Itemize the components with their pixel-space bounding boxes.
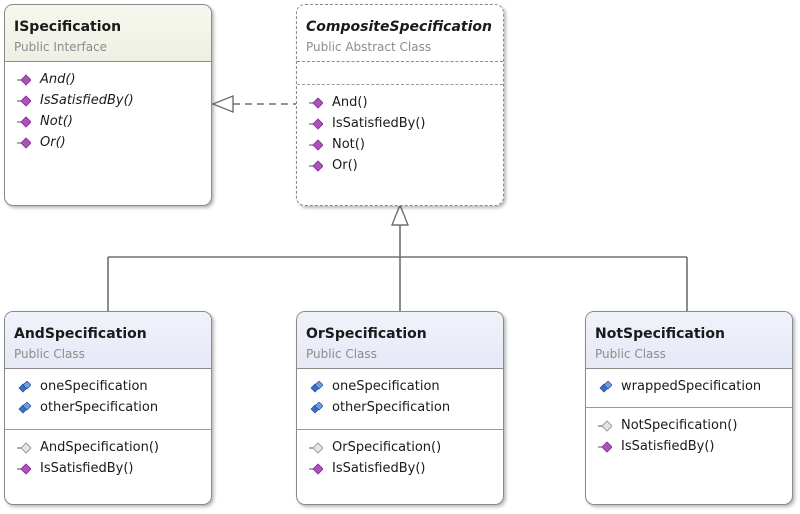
ispecification-title: ISpecification [14,19,122,35]
member-label: Not() [332,137,365,152]
method-icon [309,118,323,130]
method-icon [309,139,323,151]
member-row[interactable]: OrSpecification() [297,438,503,459]
compositespecification-fields [297,62,503,85]
field-icon [310,402,323,414]
orspecification-header: OrSpecification Public Class [297,312,503,369]
member-label: Not() [40,114,73,129]
member-label: Or() [40,135,66,150]
member-row[interactable]: And() [5,70,211,91]
andspecification-header: AndSpecification Public Class [5,312,211,369]
orspecification-box[interactable]: OrSpecification Public Class oneSpecific… [296,311,504,505]
member-label: IsSatisfiedBy() [40,461,134,476]
orspecification-stereotype: Public Class [306,347,377,361]
orspecification-fields: oneSpecification otherSpecification [297,369,503,430]
member-row[interactable]: Not() [297,135,503,156]
method-icon [17,463,31,475]
notspecification-header: NotSpecification Public Class [586,312,792,369]
compositespecification-stereotype: Public Abstract Class [306,40,432,54]
member-row[interactable]: IsSatisfiedBy() [297,114,503,135]
notspecification-box[interactable]: NotSpecification Public Class wrappedSpe… [585,311,793,505]
member-label: wrappedSpecification [621,379,762,394]
method-icon [17,95,31,107]
member-label: oneSpecification [332,379,440,394]
member-row[interactable]: Or() [5,133,211,154]
ispecification-header: ISpecification Public Interface [5,5,211,62]
member-row[interactable]: Or() [297,156,503,177]
member-label: IsSatisfiedBy() [332,461,426,476]
orspecification-title: OrSpecification [306,326,427,342]
andspecification-box[interactable]: AndSpecification Public Class oneSpecifi… [4,311,212,505]
member-row[interactable]: AndSpecification() [5,438,211,459]
inheritance-arrowhead [390,203,410,226]
method-icon [598,441,612,453]
method-icon [17,137,31,149]
member-label: And() [40,72,76,87]
member-row[interactable]: wrappedSpecification [586,377,792,398]
member-label: IsSatisfiedBy() [621,439,715,454]
member-row[interactable]: otherSpecification [297,398,503,419]
field-icon [599,381,612,393]
member-label: otherSpecification [332,400,451,415]
constructor-icon [598,420,612,432]
member-label: NotSpecification() [621,418,738,433]
member-label: AndSpecification() [40,440,159,455]
compositespecification-box[interactable]: CompositeSpecification Public Abstract C… [296,4,504,206]
member-row[interactable]: IsSatisfiedBy() [5,91,211,112]
member-label: And() [332,95,368,110]
member-row[interactable]: And() [297,93,503,114]
constructor-icon [17,442,31,454]
member-row[interactable]: IsSatisfiedBy() [5,459,211,480]
member-row[interactable]: Not() [5,112,211,133]
compositespecification-methods: And() IsSatisfiedBy() Not() Or() [297,85,503,177]
ispecification-box[interactable]: ISpecification Public Interface And() Is… [4,4,212,206]
member-label: OrSpecification() [332,440,442,455]
realization-arrowhead [211,94,234,114]
compositespecification-title: CompositeSpecification [306,19,492,35]
field-icon [18,381,31,393]
andspecification-methods: AndSpecification() IsSatisfiedBy() [5,430,211,480]
method-icon [309,160,323,172]
andspecification-title: AndSpecification [14,326,147,342]
constructor-icon [309,442,323,454]
member-row[interactable]: IsSatisfiedBy() [586,437,792,458]
method-icon [17,74,31,86]
member-label: IsSatisfiedBy() [40,93,134,108]
notspecification-fields: wrappedSpecification [586,369,792,408]
andspecification-fields: oneSpecification otherSpecification [5,369,211,430]
method-icon [17,116,31,128]
method-icon [309,97,323,109]
notspecification-title: NotSpecification [595,326,725,342]
member-row[interactable]: NotSpecification() [586,416,792,437]
field-icon [18,402,31,414]
method-icon [309,463,323,475]
ispecification-stereotype: Public Interface [14,40,108,54]
notspecification-stereotype: Public Class [595,347,666,361]
member-row[interactable]: oneSpecification [5,377,211,398]
member-row[interactable]: otherSpecification [5,398,211,419]
member-row[interactable]: oneSpecification [297,377,503,398]
field-icon [310,381,323,393]
member-label: Or() [332,158,358,173]
member-row[interactable]: IsSatisfiedBy() [297,459,503,480]
andspecification-stereotype: Public Class [14,347,85,361]
orspecification-methods: OrSpecification() IsSatisfiedBy() [297,430,503,480]
notspecification-methods: NotSpecification() IsSatisfiedBy() [586,408,792,458]
member-label: oneSpecification [40,379,148,394]
ispecification-methods: And() IsSatisfiedBy() Not() Or() [5,62,211,154]
member-label: IsSatisfiedBy() [332,116,426,131]
member-label: otherSpecification [40,400,159,415]
compositespecification-header: CompositeSpecification Public Abstract C… [297,5,503,62]
